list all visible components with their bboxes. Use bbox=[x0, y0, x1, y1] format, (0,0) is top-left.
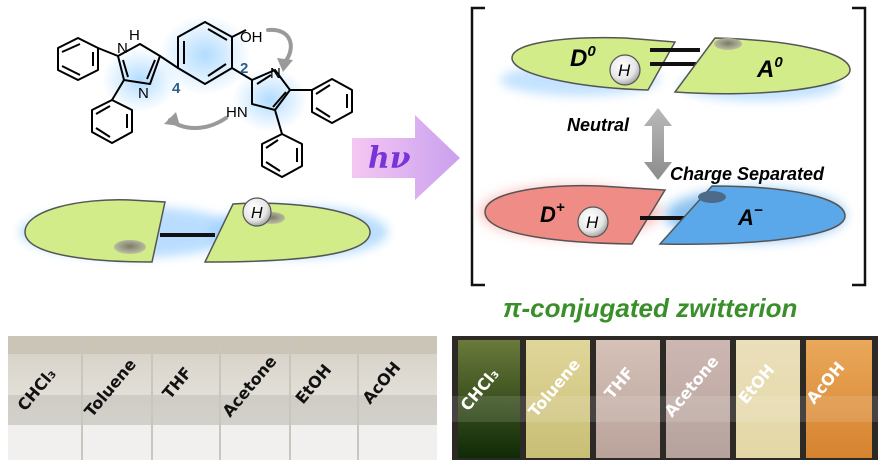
donor-cation-label: D+ bbox=[540, 199, 565, 227]
acceptor-anion-label: A− bbox=[737, 202, 763, 230]
neutral-h-label: H bbox=[618, 61, 631, 80]
position-2-label: 2 bbox=[240, 60, 248, 77]
h-nu-label: hν bbox=[368, 141, 411, 176]
acceptor-neutral-sup: 0 bbox=[774, 54, 783, 71]
resonance-bracket bbox=[470, 6, 867, 287]
zwitterion-title: π-conjugated zwitterion bbox=[503, 293, 797, 323]
charge-separated-label: Charge Separated bbox=[670, 164, 825, 184]
neutral-h-ball bbox=[609, 54, 641, 86]
hn-label-right: HN bbox=[226, 104, 248, 121]
molecule-labels: OH H N N N HN 4 2 bbox=[117, 27, 281, 121]
arrowhead-right bbox=[277, 58, 293, 72]
acceptor-anion-sup: − bbox=[754, 202, 763, 219]
nh-h-label: H bbox=[129, 27, 140, 44]
schematic-h-ball bbox=[242, 197, 272, 227]
acceptor-neutral-label: A0 bbox=[756, 54, 783, 83]
n-label-left-bottom: N bbox=[138, 85, 149, 102]
neutral-form: H D0 A0 bbox=[500, 36, 851, 101]
light-arrow: hν bbox=[352, 115, 460, 200]
schematic-h-label: H bbox=[251, 205, 263, 222]
oh-label: OH bbox=[240, 29, 263, 46]
arrowhead-left bbox=[164, 112, 180, 126]
vial-photo-ambient: CHCl₃ Toluene THF Acetone EtOH AcOH bbox=[8, 336, 437, 460]
charge-separated-h-ball bbox=[577, 206, 609, 238]
donor-neutral-sup: 0 bbox=[587, 43, 596, 60]
n-label-right: N bbox=[270, 65, 281, 82]
charge-separated-h-label: H bbox=[586, 213, 599, 232]
molecule-structure bbox=[57, 15, 353, 178]
donor-cation-sup: + bbox=[556, 199, 565, 216]
schematic-neutral-molecule: H bbox=[20, 197, 388, 263]
resonance-double-arrow bbox=[644, 108, 672, 180]
donor-neutral-label: D0 bbox=[570, 43, 596, 72]
position-4-label: 4 bbox=[172, 80, 181, 97]
schematic-hole-left bbox=[114, 240, 146, 254]
n-label-left-top: N bbox=[117, 40, 128, 57]
neutral-label: Neutral bbox=[567, 115, 630, 135]
charge-separated-hole bbox=[698, 191, 726, 203]
vial-photo-colored: CHCl₃ Toluene THF Acetone EtOH AcOH bbox=[452, 336, 878, 460]
neutral-hole bbox=[714, 38, 742, 50]
charge-separated-form: H D+ A− bbox=[480, 184, 846, 245]
